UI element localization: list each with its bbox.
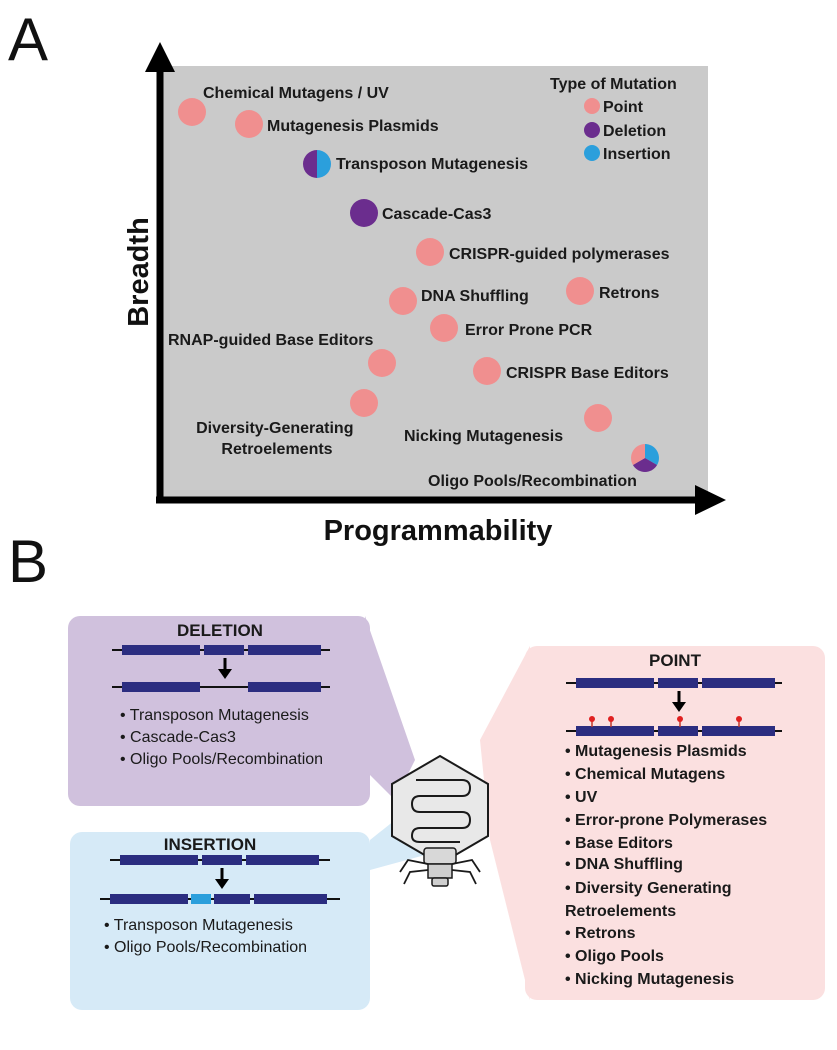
marker-dna-shuffling (389, 287, 417, 315)
legend-title: Type of Mutation (550, 76, 677, 93)
point-mutation-pin-icon (589, 716, 742, 727)
label-crispr-base-editors: CRISPR Base Editors (506, 365, 669, 382)
marker-diversity-generating-retroelements (350, 389, 378, 417)
deletion-dna-before (112, 645, 330, 655)
x-axis-arrow-icon (695, 485, 726, 515)
point-item: • Base Editors (565, 835, 673, 852)
insertion-title: INSERTION (164, 835, 257, 854)
label-cascade-cas3: Cascade-Cas3 (382, 206, 492, 223)
marker-mutagenesis-plasmids (235, 110, 263, 138)
point-item-continued: Retroelements (565, 903, 676, 920)
label-rnap-guided-base-editors: RNAP-guided Base Editors (168, 332, 373, 349)
deletion-item: • Transposon Mutagenesis (120, 707, 309, 724)
insertion-item: • Oligo Pools/Recombination (104, 939, 307, 956)
point-item: • Oligo Pools (565, 948, 664, 965)
deletion-title: DELETION (177, 621, 263, 640)
y-axis-arrow-icon (145, 42, 175, 72)
point-item: • Mutagenesis Plasmids (565, 743, 747, 760)
label-dgr-line1: Diversity-Generating (196, 420, 353, 437)
deletion-callout (365, 616, 415, 800)
label-retrons: Retrons (599, 285, 660, 302)
marker-transposon-mutagenesis (303, 150, 331, 178)
deletion-dna-after (112, 682, 330, 692)
point-title: POINT (649, 651, 702, 670)
marker-error-prone-pcr (430, 314, 458, 342)
deletion-item: • Cascade-Cas3 (120, 729, 236, 746)
marker-nicking-mutagenesis (584, 404, 612, 432)
label-mutagenesis-plasmids: Mutagenesis Plasmids (267, 118, 439, 135)
marker-rnap-guided-base-editors (368, 349, 396, 377)
label-chemical-mutagens: Chemical Mutagens / UV (203, 85, 389, 102)
legend-insertion-marker (584, 145, 600, 161)
bacteriophage-icon (391, 754, 489, 887)
legend-point-label: Point (603, 99, 644, 116)
marker-crispr-guided-polymerases (416, 238, 444, 266)
insertion-box (70, 832, 370, 1010)
label-diversity-generating-retroelements: Diversity-Generating Retroelements (196, 420, 358, 458)
label-transposon-mutagenesis: Transposon Mutagenesis (336, 156, 528, 173)
point-callout (480, 646, 530, 1000)
label-nicking-mutagenesis: Nicking Mutagenesis (404, 428, 563, 445)
label-crispr-guided-polymerases: CRISPR-guided polymerases (449, 246, 670, 263)
down-arrow-icon (218, 658, 232, 679)
point-item: • Retrons (565, 925, 636, 942)
panel-b-letter: B (8, 528, 48, 595)
point-item: • Nicking Mutagenesis (565, 971, 734, 988)
x-axis-title: Programmability (324, 515, 553, 547)
label-error-prone-pcr: Error Prone PCR (465, 322, 593, 339)
deletion-box (68, 616, 370, 806)
down-arrow-icon (215, 868, 229, 889)
point-item: • UV (565, 789, 598, 806)
insertion-dna-after (100, 894, 340, 904)
deletion-item: • Oligo Pools/Recombination (120, 751, 323, 768)
label-dna-shuffling: DNA Shuffling (421, 288, 529, 305)
y-axis-title: Breadth (123, 217, 155, 327)
legend-insertion-label: Insertion (603, 146, 671, 163)
point-item: • Error-prone Polymerases (565, 812, 767, 829)
marker-cascade-cas3 (350, 199, 378, 227)
legend-deletion-label: Deletion (603, 123, 666, 140)
legend-point-marker (584, 98, 600, 114)
insertion-dna-before (110, 855, 330, 865)
marker-chemical-mutagens (178, 98, 206, 126)
legend-deletion-marker (584, 122, 600, 138)
point-item: • Diversity Generating (565, 880, 732, 897)
marker-crispr-base-editors (473, 357, 501, 385)
insertion-item: • Transposon Mutagenesis (104, 917, 293, 934)
label-dgr-line2: Retroelements (221, 441, 332, 458)
label-oligo-pools-recombination: Oligo Pools/Recombination (428, 473, 637, 490)
point-item: • Chemical Mutagens (565, 766, 725, 783)
plot-area (160, 66, 708, 498)
marker-retrons (566, 277, 594, 305)
down-arrow-icon (672, 691, 686, 712)
point-dna-before (566, 678, 782, 688)
panel-a-letter: A (8, 6, 48, 73)
point-dna-after (566, 726, 782, 736)
marker-oligo-pools-recombination (631, 444, 659, 472)
point-item: • DNA Shuffling (565, 856, 683, 873)
